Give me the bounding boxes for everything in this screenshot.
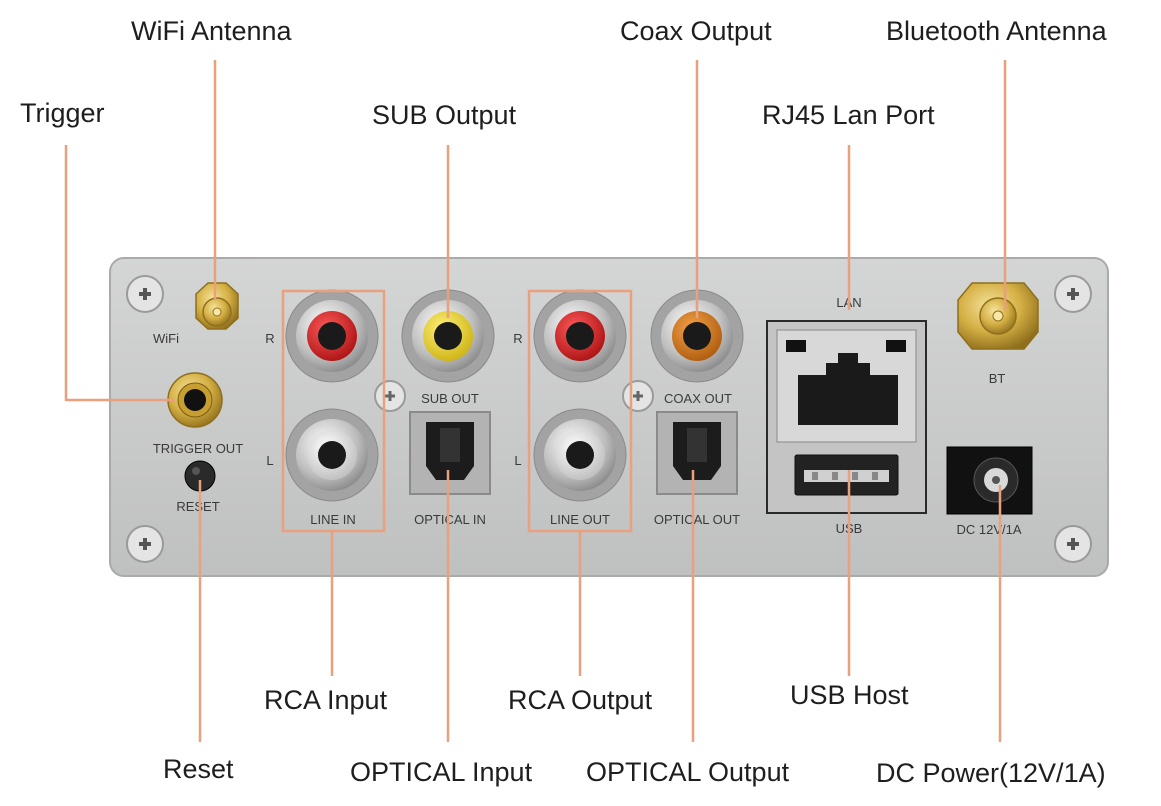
callout-trigger: Trigger <box>20 98 105 128</box>
coax-out-panel-label: COAX OUT <box>664 391 732 406</box>
rca-line-in-right-red <box>285 289 379 383</box>
callout-bluetooth-antenna: Bluetooth Antenna <box>886 16 1107 46</box>
callout-coax-output: Coax Output <box>620 16 772 46</box>
line-out-l-label: L <box>514 453 521 468</box>
rca-sub-out-yellow <box>401 289 495 383</box>
callout-wifi-antenna: WiFi Antenna <box>131 16 292 46</box>
screw-mid-right <box>622 380 654 412</box>
reset-panel-label: RESET <box>176 499 219 514</box>
line-in-panel-label: LINE IN <box>310 512 356 527</box>
screw-top-left <box>126 275 164 313</box>
callout-usb-host: USB Host <box>790 680 909 710</box>
screw-mid-left <box>374 380 406 412</box>
rca-input-highlight-box <box>281 289 386 533</box>
reset-button <box>184 460 216 492</box>
callout-rca-input: RCA Input <box>264 685 388 715</box>
callout-optical-output: OPTICAL Output <box>586 757 790 787</box>
callout-rj45-lan-port: RJ45 Lan Port <box>762 100 935 130</box>
line-out-panel-label: LINE OUT <box>550 512 610 527</box>
bt-panel-label: BT <box>989 371 1006 386</box>
rca-line-in-left-white <box>285 408 379 502</box>
line-in-l-label: L <box>266 453 273 468</box>
dc-panel-label: DC 12V/1A <box>956 522 1021 537</box>
optical-out-port <box>656 411 738 495</box>
line-in-r-label: R <box>265 331 274 346</box>
rca-line-out-left-white <box>533 408 627 502</box>
screw-top-right <box>1054 275 1092 313</box>
sub-out-panel-label: SUB OUT <box>421 391 479 406</box>
optical-in-port <box>409 411 491 495</box>
wifi-panel-label: WiFi <box>153 331 179 346</box>
line-out-r-label: R <box>513 331 522 346</box>
rca-line-out-right-red <box>533 289 627 383</box>
optical-out-panel-label: OPTICAL OUT <box>654 512 740 527</box>
callout-rca-output: RCA Output <box>508 685 653 715</box>
rca-coax-out-orange <box>650 289 744 383</box>
leader-trigger <box>64 145 175 402</box>
usb-host-port <box>794 454 899 496</box>
callout-reset: Reset <box>163 754 234 784</box>
callout-sub-output: SUB Output <box>372 100 517 130</box>
leader-lines <box>64 60 1007 742</box>
optical-in-panel-label: OPTICAL IN <box>414 512 486 527</box>
rj45-lan-port <box>786 340 906 425</box>
callout-dc-power: DC Power(12V/1A) <box>876 758 1106 788</box>
trigger-out-panel-label: TRIGGER OUT <box>153 441 243 456</box>
bt-antenna-connector <box>957 282 1039 350</box>
callout-optical-input: OPTICAL Input <box>350 757 533 787</box>
wifi-antenna-connector <box>195 282 239 330</box>
screw-bottom-right <box>1054 525 1092 563</box>
dc-power-jack <box>946 446 1033 515</box>
screw-bottom-left <box>126 525 164 563</box>
trigger-out-jack <box>167 372 223 428</box>
